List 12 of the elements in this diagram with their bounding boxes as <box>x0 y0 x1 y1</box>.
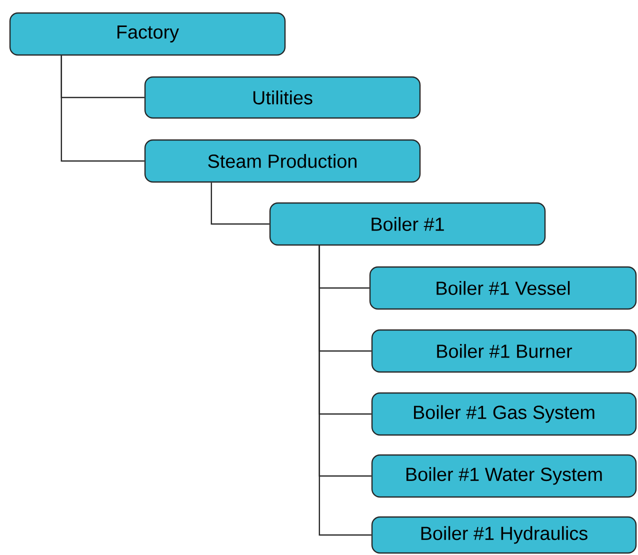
process-box: Steam Production <box>144 139 421 183</box>
process-box: Boiler #1 <box>269 202 546 246</box>
process-box: Boiler #1 Burner <box>371 329 637 373</box>
process-box: Boiler #1 Vessel <box>369 266 637 310</box>
connector-line <box>210 182 270 225</box>
process-box: Utilities <box>144 76 421 119</box>
process-box: Boiler #1 Gas System <box>371 392 637 436</box>
process-box: Boiler #1 Hydraulics <box>371 516 637 554</box>
process-box: Factory <box>9 12 286 56</box>
process-box: Boiler #1 Water System <box>371 454 637 498</box>
connector-line <box>60 56 144 162</box>
connector-line <box>318 246 372 536</box>
